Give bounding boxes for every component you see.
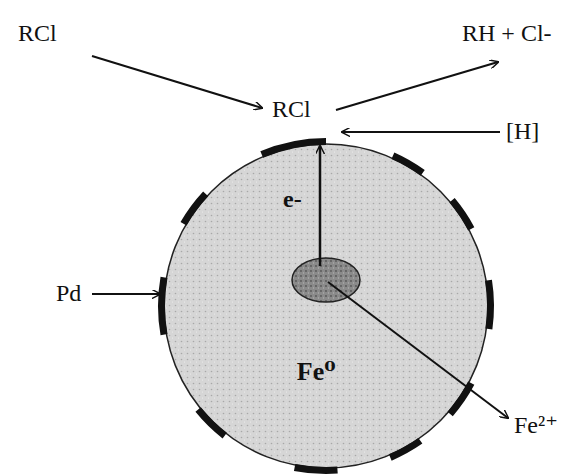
pd-patch bbox=[391, 153, 424, 176]
material-label: Fe⁰ bbox=[297, 358, 336, 387]
electron-label: e- bbox=[283, 186, 302, 212]
palladium-label: Pd bbox=[56, 280, 81, 306]
arrow bbox=[92, 56, 262, 108]
pd-patch bbox=[294, 464, 338, 474]
pd-patch bbox=[449, 198, 474, 230]
pd-patch bbox=[260, 138, 326, 158]
arrow bbox=[92, 293, 160, 295]
iron-core bbox=[292, 258, 360, 302]
pd-patch bbox=[158, 277, 167, 335]
arrow bbox=[328, 282, 508, 418]
pd-patch bbox=[195, 407, 226, 438]
electron-arrow bbox=[319, 146, 322, 266]
product-label: RH + Cl- bbox=[462, 20, 552, 46]
pd-patch bbox=[181, 191, 209, 225]
adsorbed-reactant-label: RCl bbox=[272, 96, 311, 122]
arrow bbox=[336, 62, 498, 110]
pd-patch bbox=[485, 280, 494, 330]
arrow bbox=[342, 131, 500, 133]
pd-patches bbox=[158, 138, 494, 474]
pd-patch bbox=[448, 382, 475, 417]
hydrogen-label: [H] bbox=[506, 118, 539, 144]
ion-label: Fe²⁺ bbox=[514, 412, 558, 438]
reactant-label: RCl bbox=[18, 20, 57, 46]
pd-patch bbox=[389, 438, 422, 461]
particle-circle bbox=[164, 144, 488, 468]
